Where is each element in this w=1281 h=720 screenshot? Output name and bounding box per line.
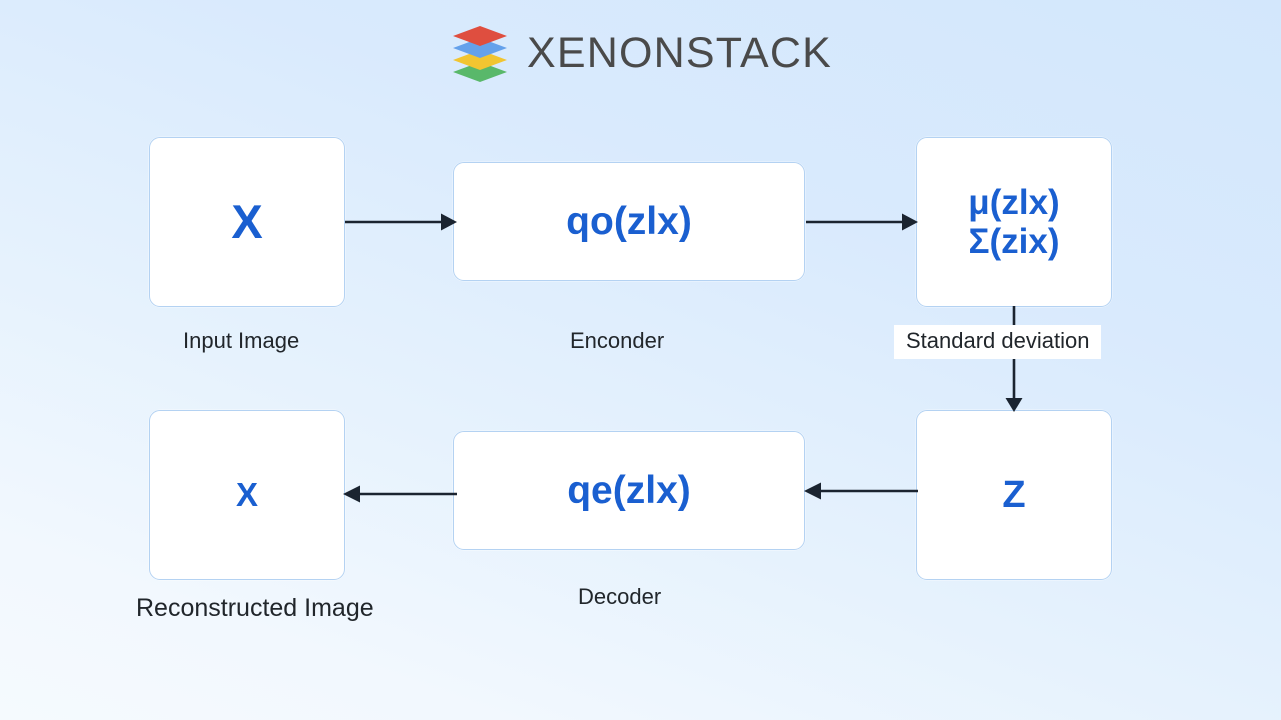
node-mu-sigma[interactable]: μ(zlx) Σ(zix)	[916, 137, 1112, 307]
node-latent-z[interactable]: Z	[916, 410, 1112, 580]
arrow-musigma-to-z	[1000, 306, 1028, 412]
node-reconstructed-image-text: X	[235, 475, 258, 513]
node-decoder[interactable]: qe(zlx)	[453, 431, 805, 550]
node-input-image-text: X	[231, 194, 263, 248]
node-encoder-text: qo(zlx)	[566, 199, 692, 243]
arrow-input-to-encoder	[345, 208, 457, 236]
node-encoder[interactable]: qo(zlx)	[453, 162, 805, 281]
node-input-image[interactable]: X	[149, 137, 345, 307]
arrow-decoder-to-recon	[343, 480, 457, 508]
arrow-z-to-decoder	[804, 477, 918, 505]
caption-input-image: Input Image	[183, 328, 300, 353]
arrow-encoder-to-musigma	[806, 208, 918, 236]
node-sigma-text: Σ(zix)	[968, 222, 1060, 261]
brand-header: XENONSTACK	[0, 22, 1281, 84]
stacked-layers-logo-icon	[449, 22, 511, 84]
node-mu-text: μ(zlx)	[968, 182, 1060, 222]
node-reconstructed-image[interactable]: X	[149, 410, 345, 580]
node-decoder-text: qe(zlx)	[567, 468, 691, 512]
caption-reconstructed-image: Reconstructed Image	[136, 594, 374, 622]
node-latent-z-text: Z	[1002, 473, 1026, 516]
brand-name: XENONSTACK	[526, 28, 833, 77]
caption-decoder: Decoder	[578, 584, 662, 609]
edge-label-standard-deviation: Standard deviation	[894, 325, 1102, 359]
caption-encoder: Enconder	[570, 328, 665, 353]
